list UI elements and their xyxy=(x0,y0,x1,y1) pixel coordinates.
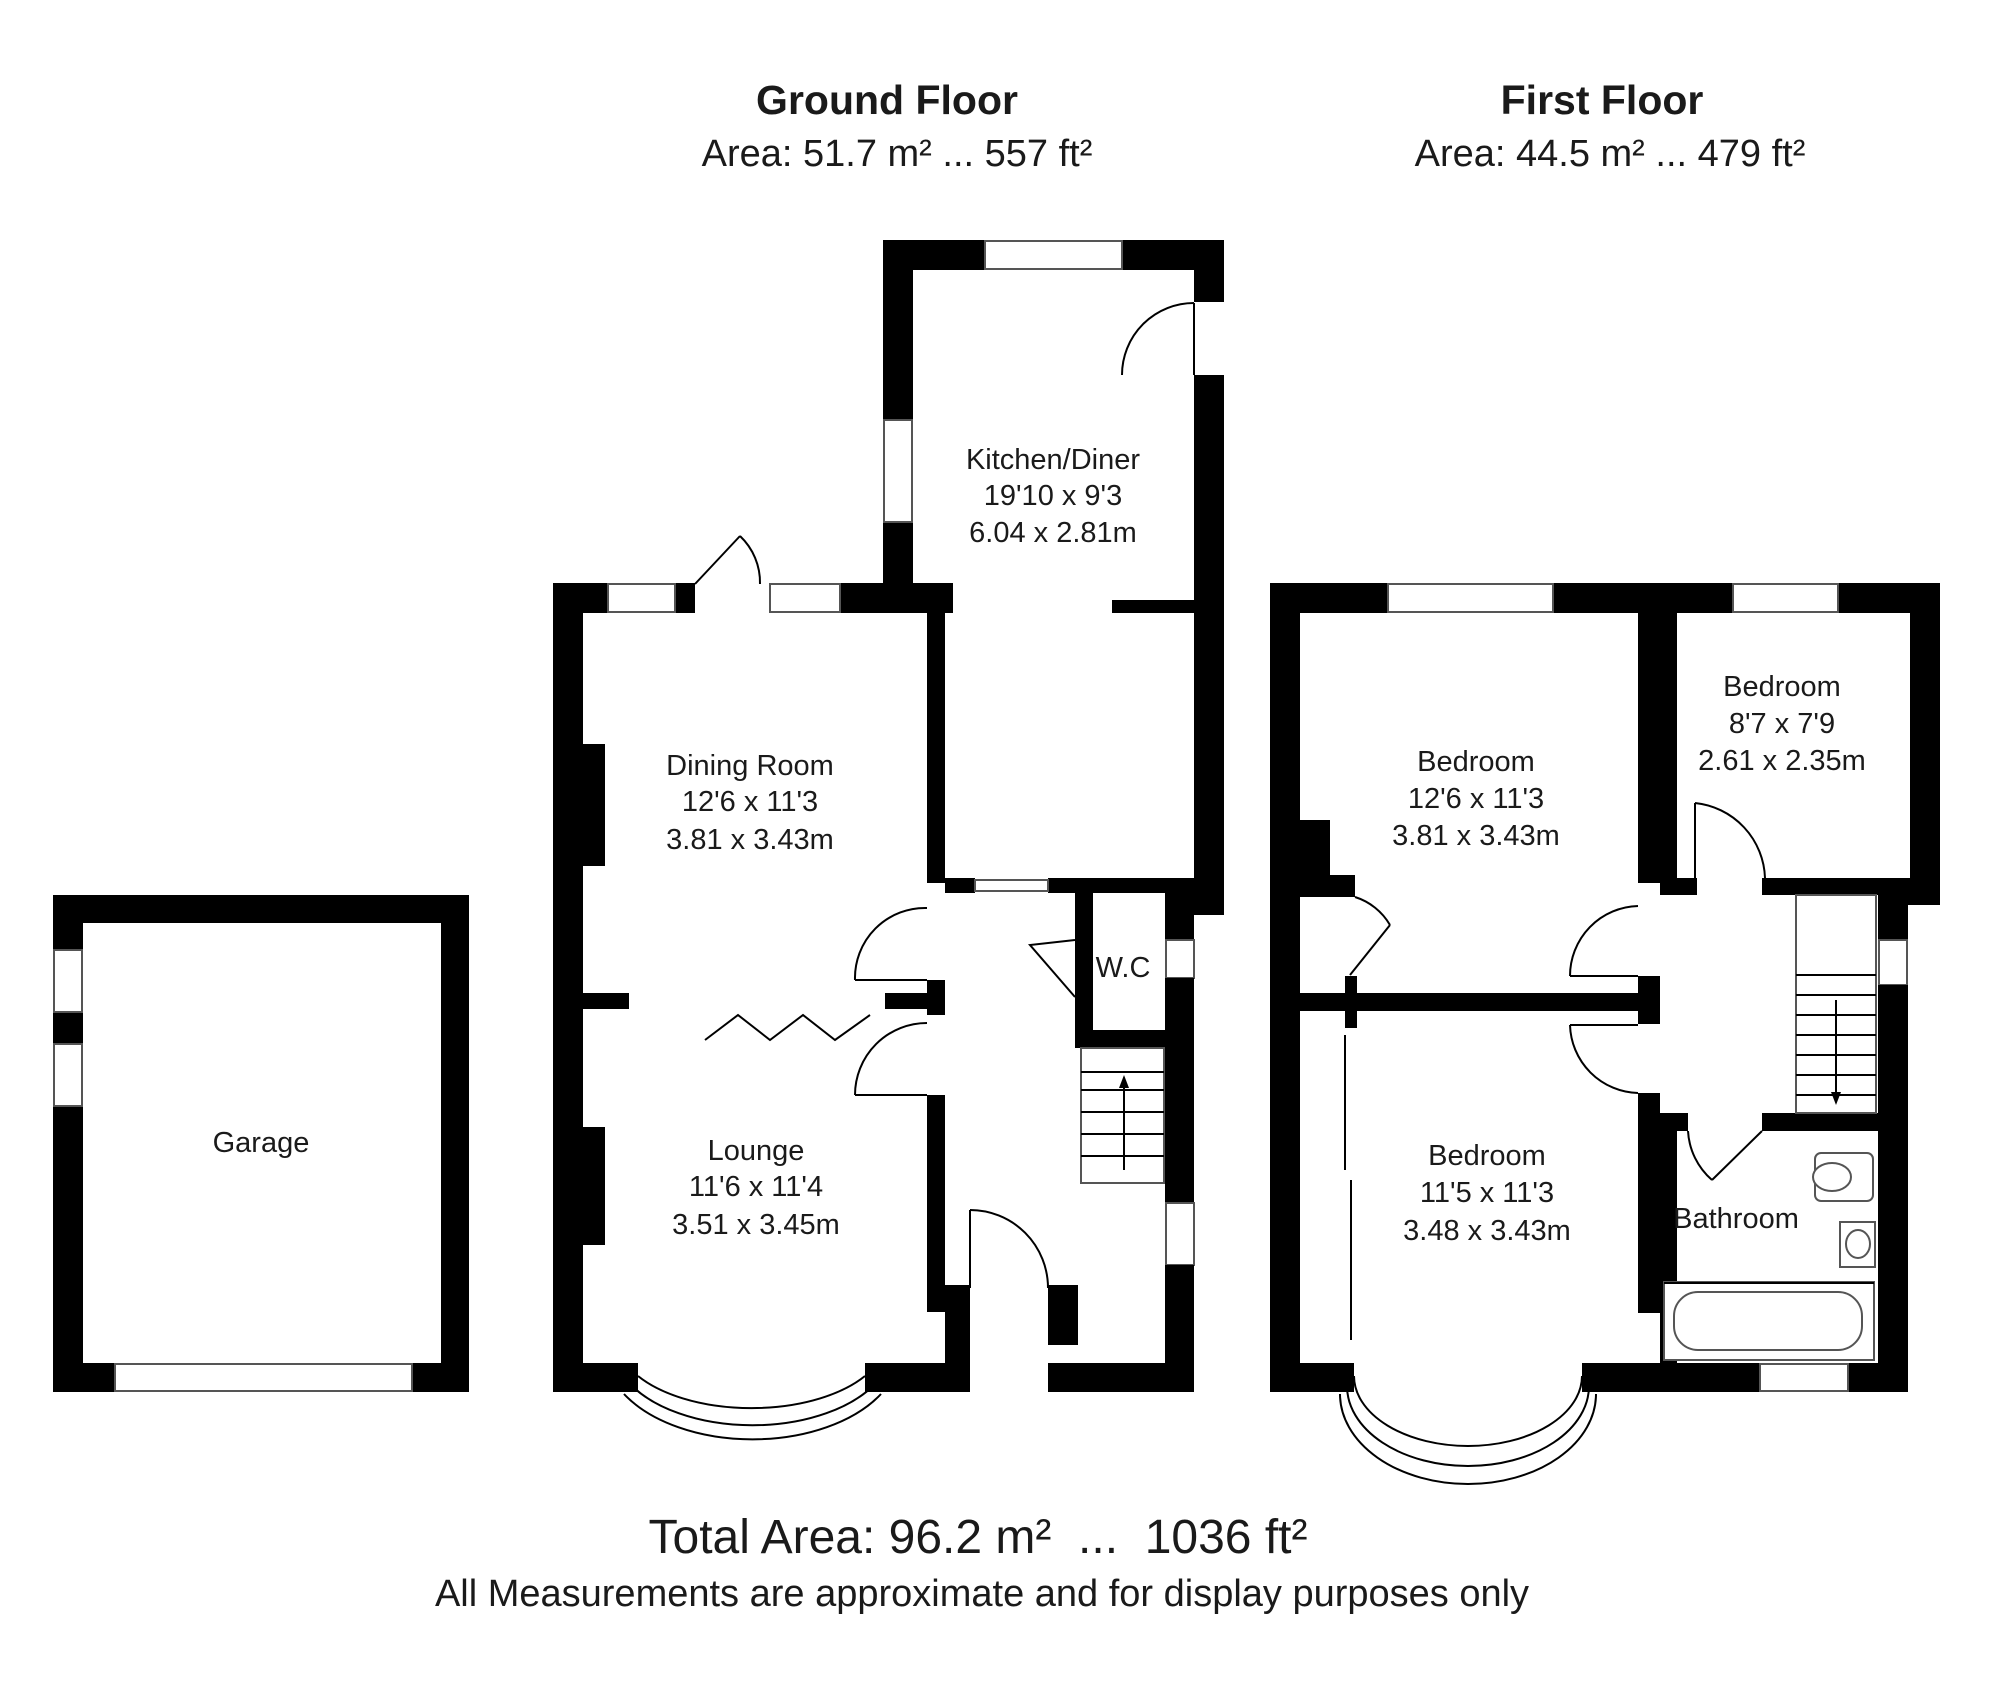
dining-room-label: Dining Room xyxy=(666,750,834,782)
bedroom-1-dims-metric: 3.81 x 3.43m xyxy=(1392,820,1560,852)
garage-label: Garage xyxy=(213,1127,310,1159)
bedroom-3-dims-imperial: 11'5 x 11'3 xyxy=(1420,1177,1554,1209)
first-floor-plan xyxy=(1270,583,1940,1485)
bedroom-1-dims-imperial: 12'6 x 11'3 xyxy=(1408,783,1544,815)
kitchen-label: Kitchen/Diner xyxy=(966,444,1140,476)
kitchen-dims-metric: 6.04 x 2.81m xyxy=(969,517,1137,549)
bedroom-1-label: Bedroom xyxy=(1417,746,1535,778)
disclaimer: All Measurements are approximate and for… xyxy=(435,1573,1529,1615)
first-floor-title: First Floor xyxy=(1501,77,1704,123)
dining-dims-imperial: 12'6 x 11'3 xyxy=(682,786,818,818)
ground-floor-area: Area: 51.7 m² ... 557 ft² xyxy=(702,133,1093,175)
bedroom-3-label: Bedroom xyxy=(1428,1140,1546,1172)
kitchen-dims-imperial: 19'10 x 9'3 xyxy=(984,480,1122,512)
dining-dims-metric: 3.81 x 3.43m xyxy=(666,824,834,856)
total-area: Total Area: 96.2 m² ... 1036 ft² xyxy=(649,1511,1308,1564)
ground-floor-plan xyxy=(553,240,1224,1441)
lounge-label: Lounge xyxy=(708,1135,805,1167)
bedroom-2-label: Bedroom xyxy=(1723,671,1841,703)
bathroom-fixtures xyxy=(1663,1152,1876,1361)
ground-floor-title: Ground Floor xyxy=(756,77,1018,123)
bedroom-2-dims-metric: 2.61 x 2.35m xyxy=(1698,745,1866,777)
lounge-dims-metric: 3.51 x 3.45m xyxy=(672,1209,840,1241)
garage-plan xyxy=(53,895,469,1392)
ground-floor-stairs xyxy=(1080,1047,1165,1184)
bedroom-3-dims-metric: 3.48 x 3.43m xyxy=(1403,1215,1571,1247)
first-floor-stairs xyxy=(1795,894,1877,1114)
bathroom-label: Bathroom xyxy=(1673,1203,1799,1235)
wc-label: W.C xyxy=(1096,952,1151,984)
bedroom-2-dims-imperial: 8'7 x 7'9 xyxy=(1729,708,1835,740)
first-floor-area: Area: 44.5 m² ... 479 ft² xyxy=(1415,133,1806,175)
lounge-dims-imperial: 11'6 x 11'4 xyxy=(689,1171,823,1203)
